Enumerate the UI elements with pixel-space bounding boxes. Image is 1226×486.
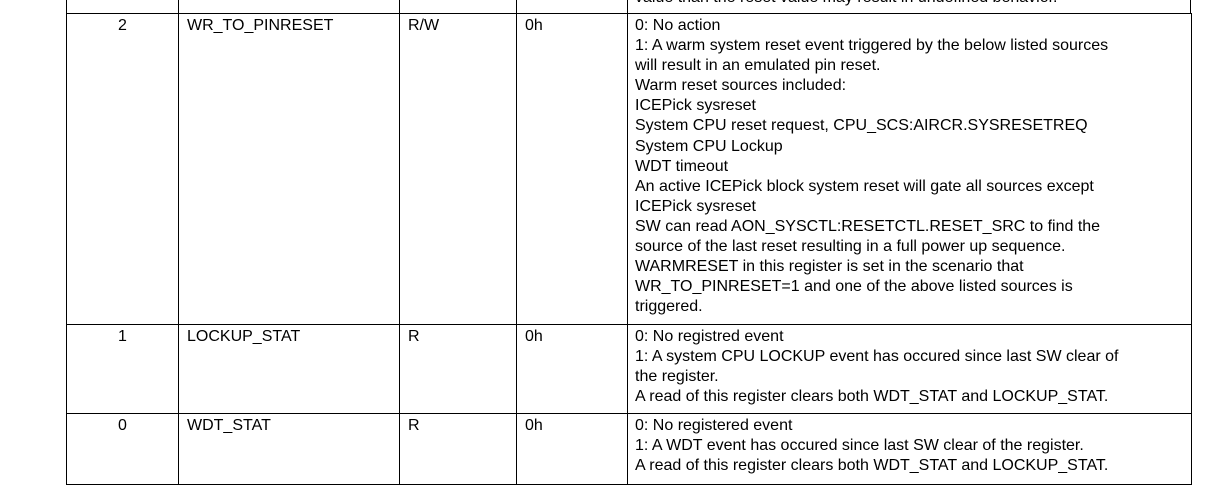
description-line: A read of this register clears both WDT_… [635, 457, 1109, 475]
reset-value-cell: 0h [516, 324, 628, 414]
access-type-cell: R [399, 324, 517, 414]
field-name-cell: WR_TO_PINRESET [178, 13, 400, 325]
description-line: will result in an emulated pin reset. [635, 57, 881, 75]
description-line: 1: A system CPU LOCKUP event has occured… [635, 348, 1119, 366]
description-line: 0: No registred event [635, 328, 784, 345]
description-line: ICEPick sysreset [635, 197, 756, 215]
description-cell: 0: No action 1: A warm system reset event… [627, 13, 1192, 325]
description-cell: 0: No registered event 1: A WDT event has… [627, 413, 1192, 485]
description-line: the register. [635, 368, 719, 386]
description-line: 0: No action [635, 17, 721, 34]
description-line: WDT timeout [635, 157, 729, 175]
description-line: 1: A WDT event has occured since last SW… [635, 437, 1084, 455]
description-line: An active ICEPick block system reset wil… [635, 177, 1094, 195]
bit-cell: 2 [66, 13, 179, 325]
description-line: triggered. [635, 298, 703, 316]
description-line: WARMRESET in this register is set in the… [635, 258, 1024, 276]
description-line: 0: No registered event [635, 417, 793, 434]
description-line: System CPU reset request, CPU_SCS:AIRCR.… [635, 117, 1088, 135]
description-line: source of the last reset resulting in a … [635, 238, 1066, 256]
access-type-cell: R [399, 413, 517, 485]
field-name-cell: WDT_STAT [178, 413, 400, 485]
description-line: 1: A warm system reset event triggered b… [635, 37, 1109, 55]
description-line: WR_TO_PINRESET=1 and one of the above li… [635, 278, 1073, 296]
description-line: SW can read AON_SYSCTL:RESETCTL.RESET_SR… [635, 217, 1101, 235]
bit-cell: 1 [66, 324, 179, 414]
field-name-cell: LOCKUP_STAT [178, 324, 400, 414]
description-cell: 0: No registred event 1: A system CPU LOC… [627, 324, 1192, 414]
description-line: Warm reset sources included: [635, 77, 847, 95]
reset-value-cell: 0h [516, 413, 628, 485]
bit-cell: 0 [66, 413, 179, 485]
description-line: ICEPick sysreset [635, 97, 756, 115]
previous-row-borders [66, 0, 1191, 13]
reset-value-cell: 0h [516, 13, 628, 325]
access-type-cell: R/W [399, 13, 517, 325]
previous-row-cutoff-text: value than the reset value may result in… [635, 0, 1058, 8]
description-line: A read of this register clears both WDT_… [635, 388, 1109, 406]
description-line: System CPU Lockup [635, 137, 783, 155]
